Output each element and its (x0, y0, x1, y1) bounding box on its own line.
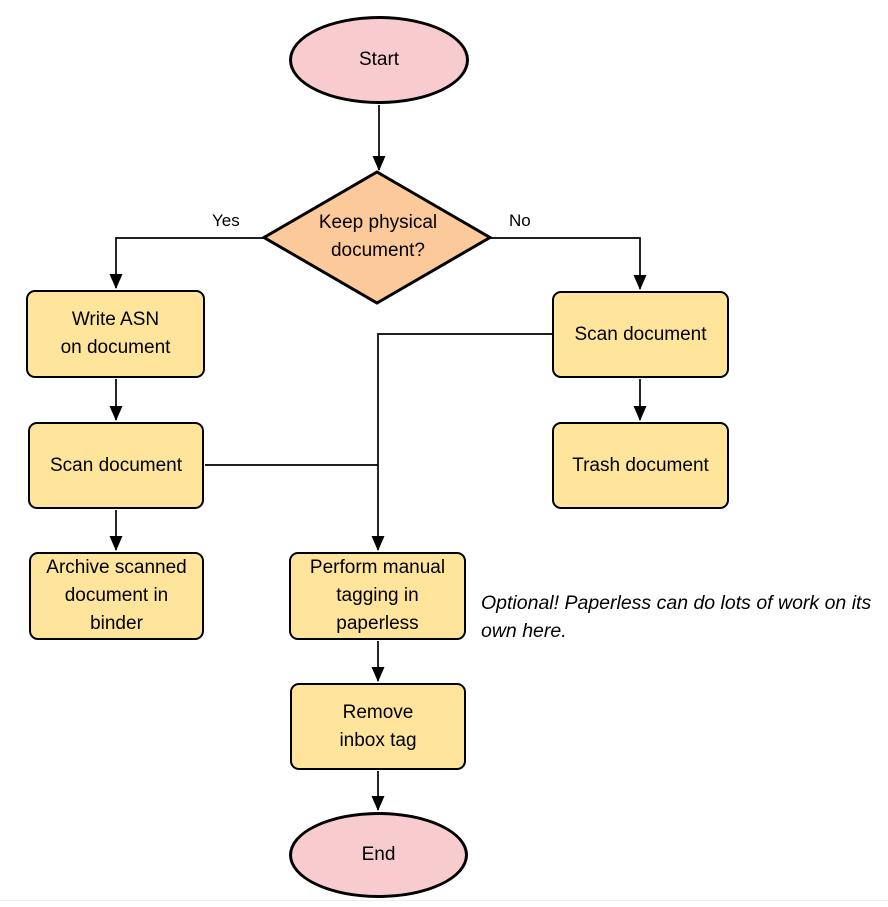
node-write-asn: Write ASN on document (26, 290, 205, 378)
node-decision-label: Keep physical document? (318, 212, 438, 261)
annotation-optional-note: Optional! Paperless can do lots of work … (481, 592, 872, 642)
bottom-edge-divider (0, 900, 888, 901)
edge-decision-no-to-scan-right (490, 237, 647, 290)
edge-label-yes: Yes (212, 211, 240, 230)
edge-scan-right-to-tagging (371, 333, 552, 551)
edge-decision-yes-to-write-asn (109, 237, 264, 289)
node-remove-inbox-tag: Remove inbox tag (290, 683, 466, 770)
node-scan-document-left: Scan document (28, 422, 204, 509)
node-end: End (289, 812, 468, 898)
node-start: Start (289, 16, 469, 104)
node-manual-tagging: Perform manual tagging in paperless (289, 552, 466, 640)
node-trash-document: Trash document (552, 422, 729, 509)
decision-diamond-shape (261, 170, 493, 305)
edge-label-no: No (509, 211, 531, 230)
node-scan-document-right: Scan document (552, 291, 729, 378)
node-archive-in-binder: Archive scanned document in binder (29, 552, 204, 640)
